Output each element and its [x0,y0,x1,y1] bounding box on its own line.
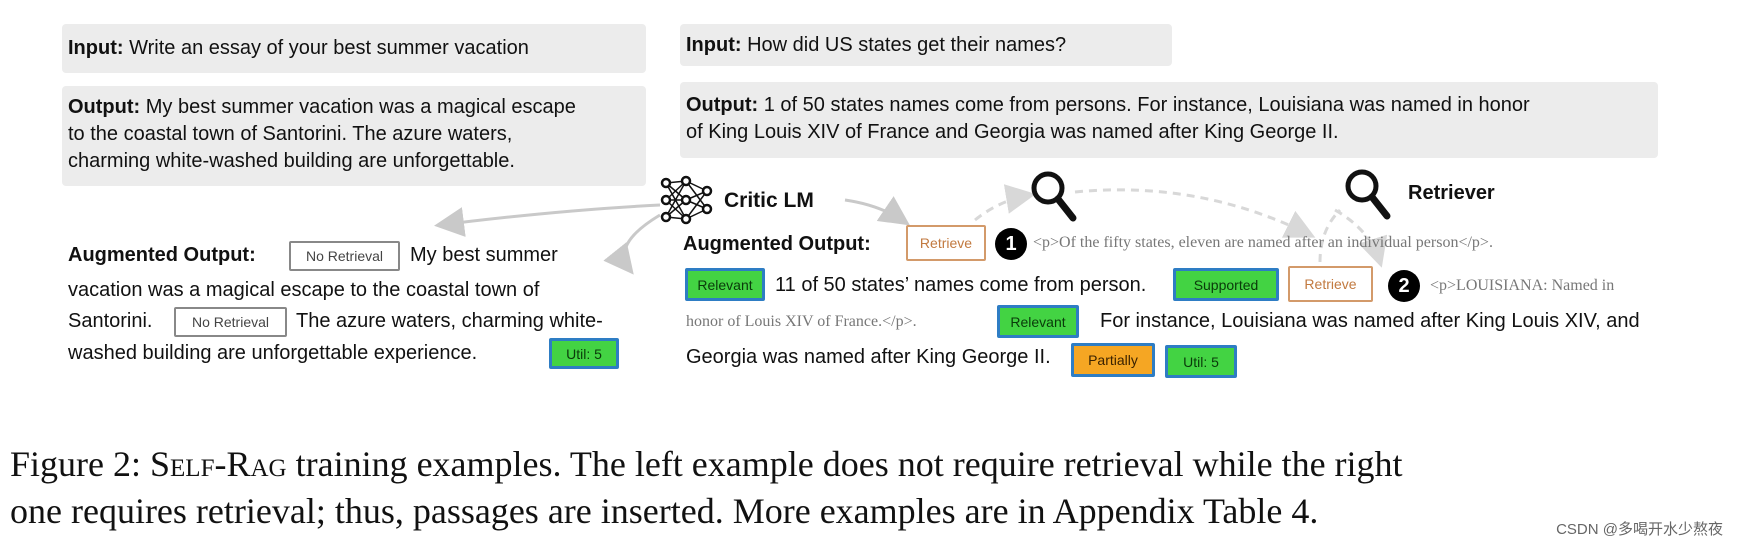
caption-rag: Rag [226,444,287,484]
passage-2b: honor of Louis XIV of France.</p>. [686,313,917,330]
right-output-line-1: 1 of 50 states names come from persons. … [763,94,1530,116]
retriever2-to-marker2-dashed [1334,208,1388,268]
left-output-line-2: to the coastal town of Santorini. The az… [68,123,513,145]
left-aug-line-4: washed building are unforgettable experi… [68,342,478,364]
partially-tag: Partially [1071,343,1155,377]
util-tag: Util: 5 [549,338,619,369]
caption-prefix: Figure 2: [10,444,141,484]
left-input-text: Write an essay of your best summer vacat… [129,37,529,59]
right-input-text: How did US states get their names? [747,34,1067,56]
left-output-box: Output: My best summer vacation was a ma… [62,86,646,186]
neural-network-icon [660,175,713,225]
right-sentence-2b: Georgia was named after King George II. [686,346,1051,368]
critic-lm-label: Critic LM [724,189,814,212]
marker-2: 2 [1388,270,1420,302]
retrieve-to-retriever-dashed [974,184,1036,222]
figure-caption-line-1: Figure 2: Self-Rag training examples. Th… [10,442,1403,486]
retrieve-tag: Retrieve [1288,266,1373,302]
right-sentence-2a: For instance, Louisiana was named after … [1100,310,1640,332]
right-input-label: Input: [686,34,742,56]
critic-to-right-arrow [603,213,661,275]
retrieve-tag: Retrieve [906,225,986,261]
left-aug-line-3a: Santorini. [68,310,153,332]
left-input-box: Input: Write an essay of your best summe… [62,24,646,73]
right-input-box: Input: How did US states get their names… [680,24,1172,66]
left-output-line-1: My best summer vacation was a magical es… [145,96,576,118]
left-output-label: Output: [68,96,141,118]
relevant-tag: Relevant [685,268,765,301]
caption-self: Self [150,444,215,484]
right-output-box: Output: 1 of 50 states names come from p… [680,82,1658,158]
caption-rest: training examples. The left example does… [286,444,1403,484]
right-output-label: Output: [686,94,759,116]
caption-dash: - [214,444,227,484]
right-output-line-2: of King Louis XIV of France and Georgia … [686,121,1339,143]
no-retrieval-tag: No Retrieval [174,307,287,337]
retrieve2-to-retriever2-dashed [1318,208,1342,263]
retriever-loop-dashed [1074,188,1316,238]
passage-2a: <p>LOUISIANA: Named in [1430,277,1615,294]
critic-to-retrieve-arrow [844,196,910,226]
util-tag: Util: 5 [1165,345,1237,378]
retriever-label: Retriever [1408,182,1495,204]
critic-to-left-arrow [434,203,661,237]
left-aug-line-3b: The azure waters, charming white- [296,310,603,332]
magnifier-icon [1031,171,1077,222]
left-input-label: Input: [68,37,124,59]
right-aug-label: Augmented Output: [683,233,871,255]
figure-caption-line-2: one requires retrieval; thus, passages a… [10,491,1319,531]
no-retrieval-tag: No Retrieval [289,241,400,271]
marker-1: 1 [995,228,1027,260]
watermark: CSDN @多喝开水少熬夜 [1556,521,1723,538]
left-aug-line-1: My best summer [410,244,558,266]
supported-tag: Supported [1173,268,1279,301]
left-output-line-3: charming white-washed building are unfor… [68,150,515,172]
relevant-tag: Relevant [997,305,1079,338]
passage-1: <p>Of the fifty states, eleven are named… [1033,234,1493,251]
left-aug-line-2: vacation was a magical escape to the coa… [68,279,540,301]
left-aug-label: Augmented Output: [68,244,256,266]
right-sentence-1: 11 of 50 states’ names come from person. [775,274,1147,296]
magnifier-icon [1345,169,1391,220]
